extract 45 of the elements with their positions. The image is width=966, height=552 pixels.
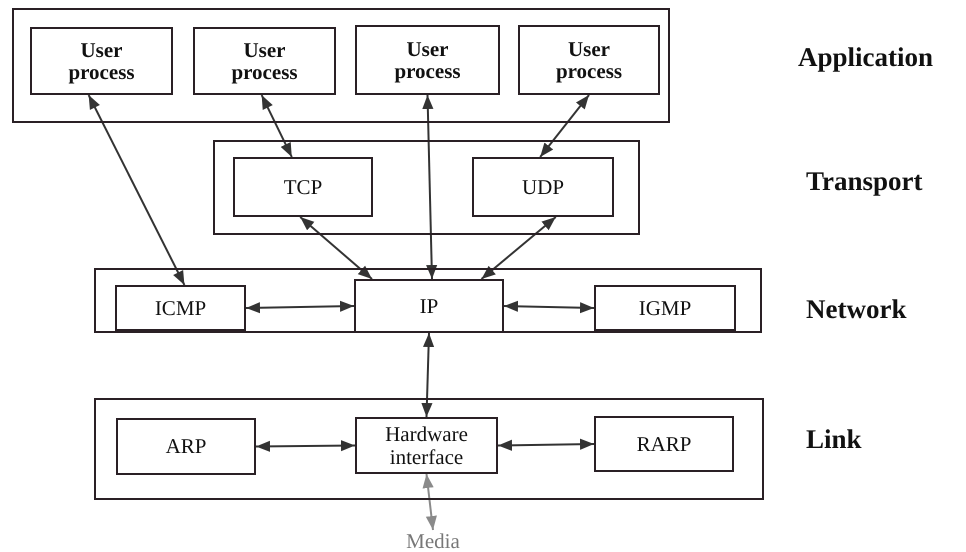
layer-name: Application [798, 42, 934, 73]
process-box [193, 27, 336, 95]
media-label: Media [406, 530, 460, 552]
double-arrow [422, 474, 437, 530]
process-box [355, 25, 500, 95]
process-box [594, 285, 736, 331]
box-label: IP [420, 294, 438, 318]
process-box [354, 279, 504, 333]
double-arrow [88, 94, 186, 286]
box-label: User process [67, 38, 136, 84]
process-box [594, 416, 734, 472]
layer-band [94, 398, 764, 500]
double-arrow [422, 94, 438, 280]
double-arrow [504, 300, 594, 314]
box-label: ARP [166, 435, 206, 458]
layer-band [12, 8, 670, 123]
box-label: User process [393, 38, 462, 82]
box-label: IGMP [638, 296, 692, 320]
box-label: ICMP [154, 296, 206, 320]
double-arrow [300, 216, 373, 280]
box-label: Hardware interface [384, 423, 469, 468]
double-arrow [260, 94, 293, 158]
box-label: TCP [284, 176, 322, 198]
double-arrow [480, 216, 556, 280]
box-label: User process [230, 38, 299, 84]
process-box [115, 285, 246, 331]
double-arrow [256, 440, 356, 452]
process-box [472, 157, 614, 217]
layer-name: Link [806, 424, 862, 455]
double-arrow [498, 438, 594, 451]
double-arrow [421, 332, 434, 418]
box-label: RARP [636, 432, 692, 456]
process-box [518, 25, 660, 95]
layer-band [213, 140, 640, 235]
process-box [233, 157, 373, 217]
layer-name: Network [806, 294, 906, 325]
box-label: User process [554, 38, 624, 82]
process-box [30, 27, 173, 95]
double-arrow [539, 94, 590, 158]
layer-band [94, 268, 762, 333]
double-arrow [246, 300, 354, 314]
layer-name: Transport [806, 166, 923, 197]
process-box [355, 417, 498, 474]
process-box [116, 418, 256, 475]
box-label: UDP [522, 176, 564, 198]
